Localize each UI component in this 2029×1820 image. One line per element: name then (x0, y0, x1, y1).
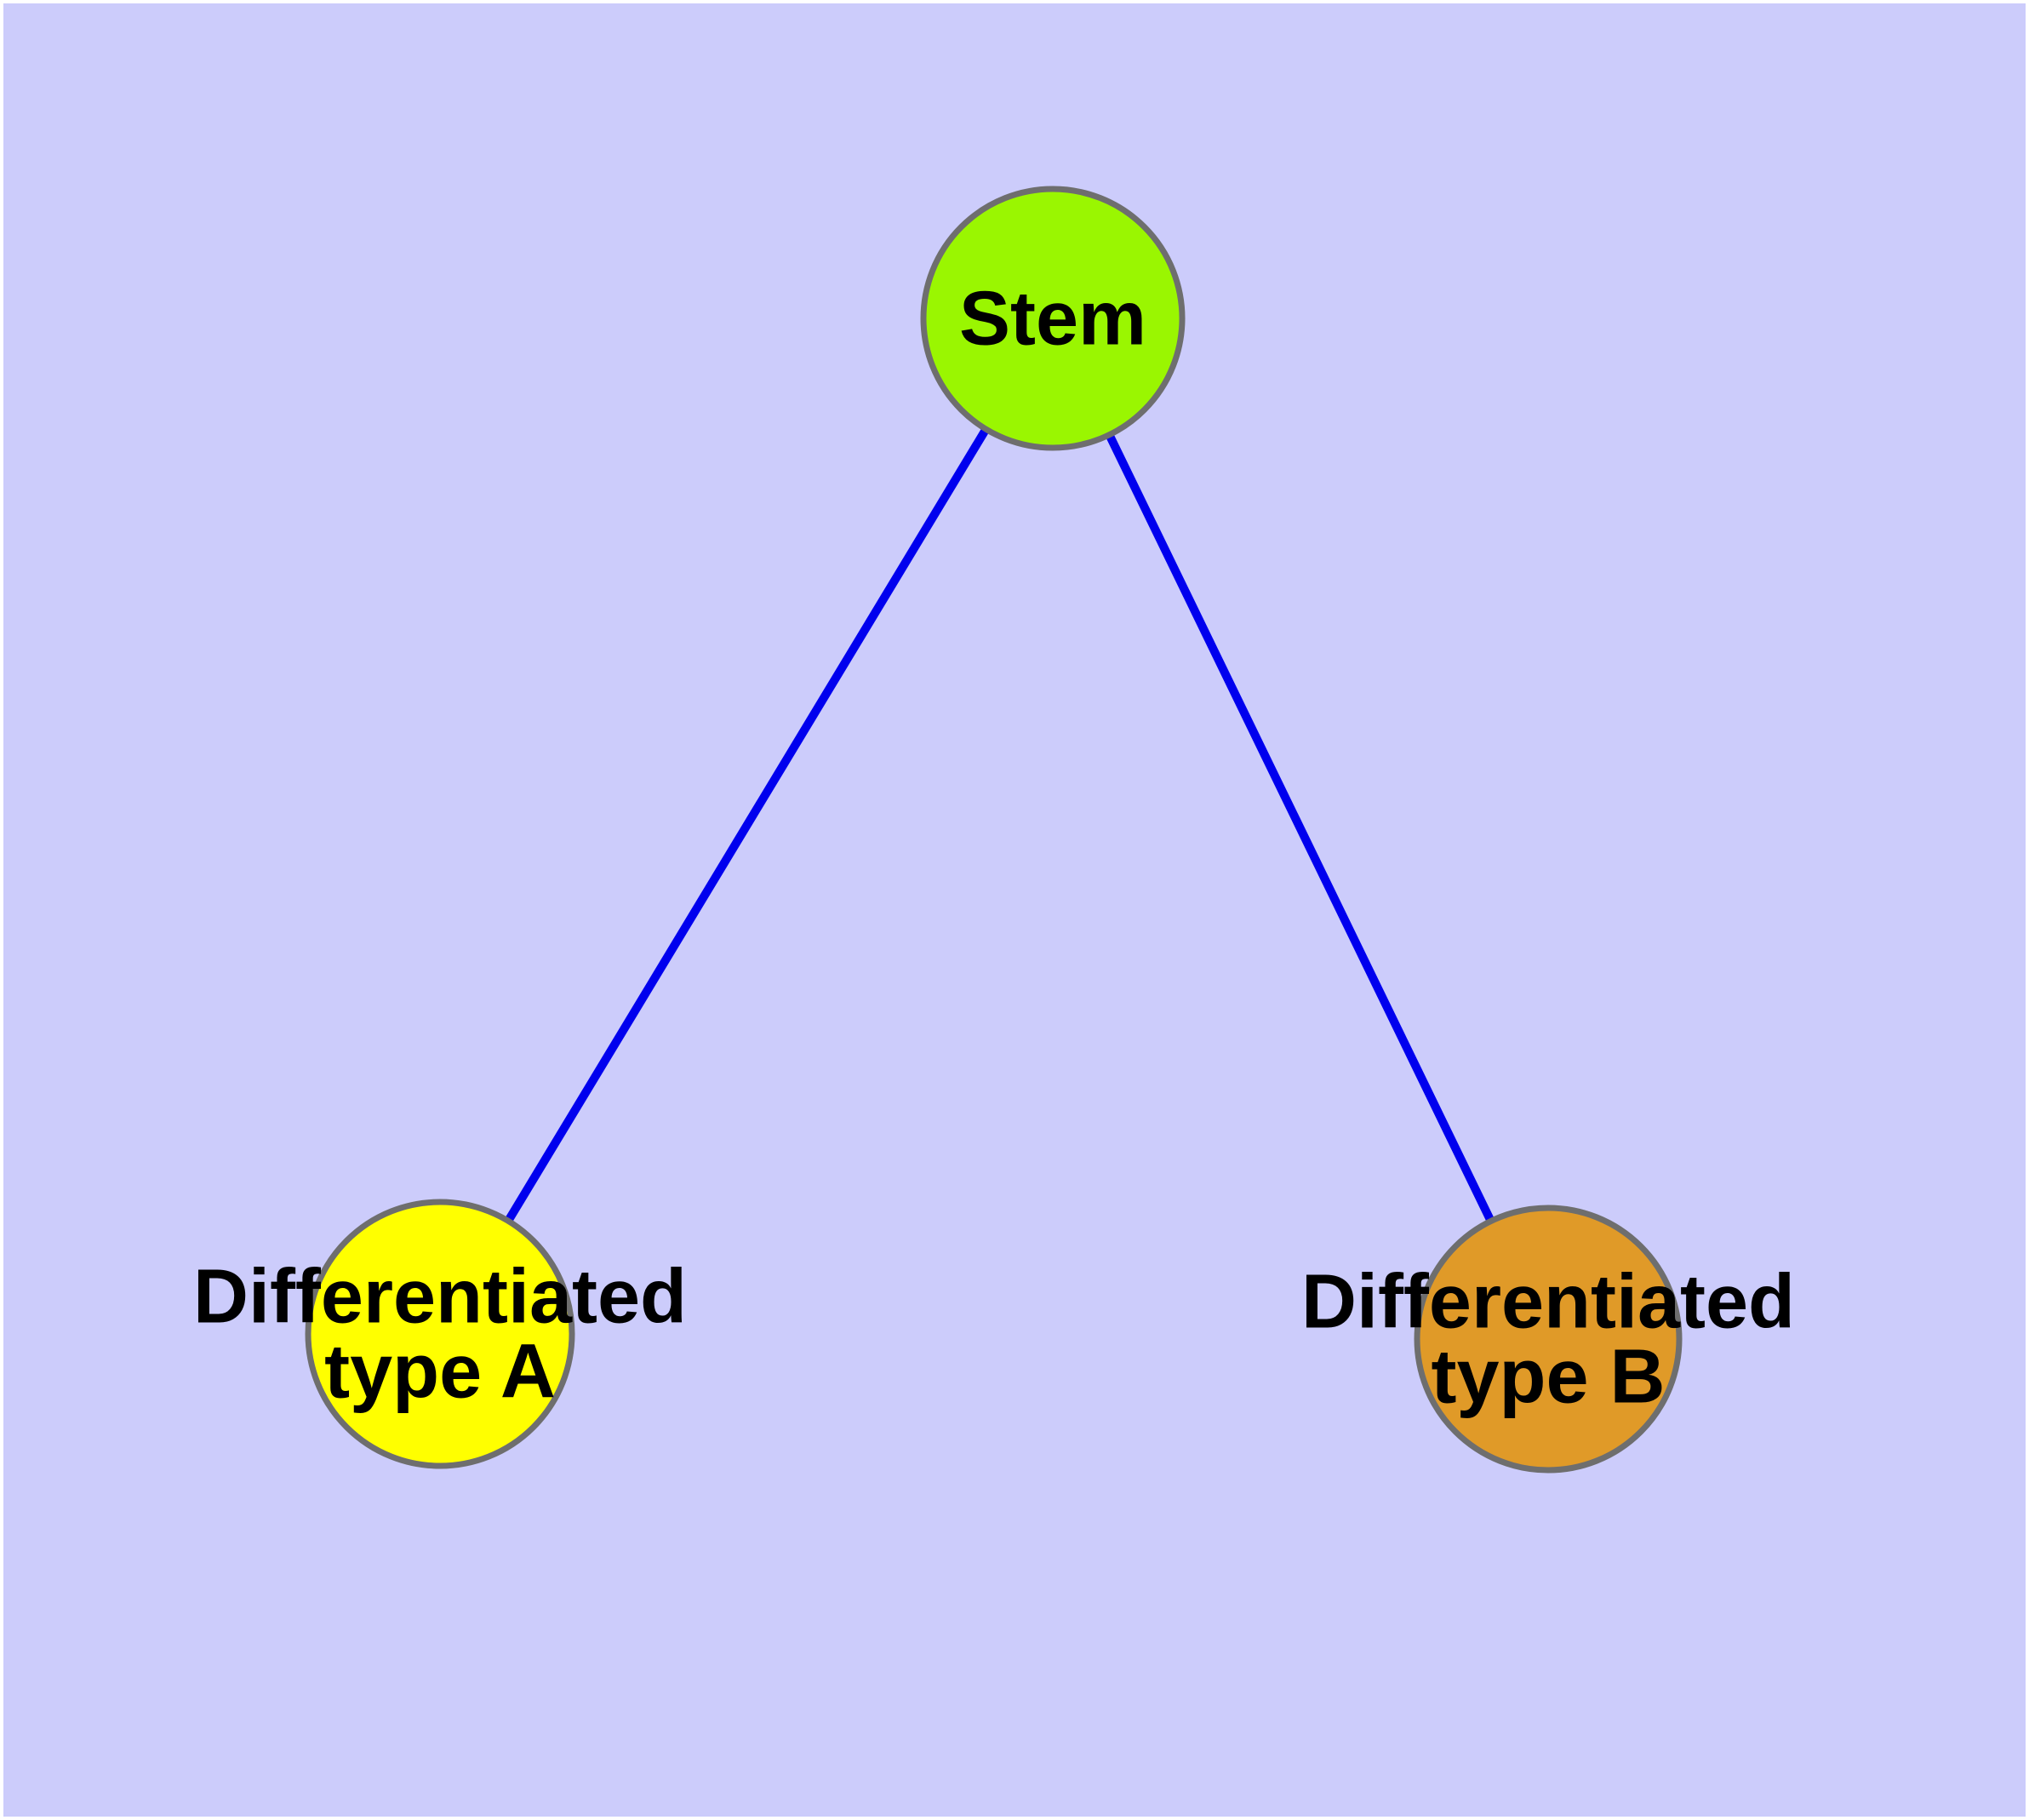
nodes-layer (305, 186, 1683, 1474)
label-line: type A (324, 1330, 556, 1415)
label-line: Differentiated (193, 1255, 687, 1340)
label-line: type B (1431, 1335, 1665, 1420)
graph-node-diff_a[interactable] (305, 1199, 575, 1469)
label-line: Differentiated (1301, 1260, 1795, 1345)
graph-node-diff_b[interactable] (1414, 1205, 1683, 1474)
edges-layer (502, 424, 1496, 1227)
graph-node-label-stem: Stem (959, 277, 1146, 362)
graph-edge[interactable] (502, 424, 992, 1227)
label-line: Stem (959, 277, 1146, 362)
graph-node-stem[interactable] (920, 186, 1186, 451)
graph-edge[interactable] (1104, 429, 1496, 1227)
